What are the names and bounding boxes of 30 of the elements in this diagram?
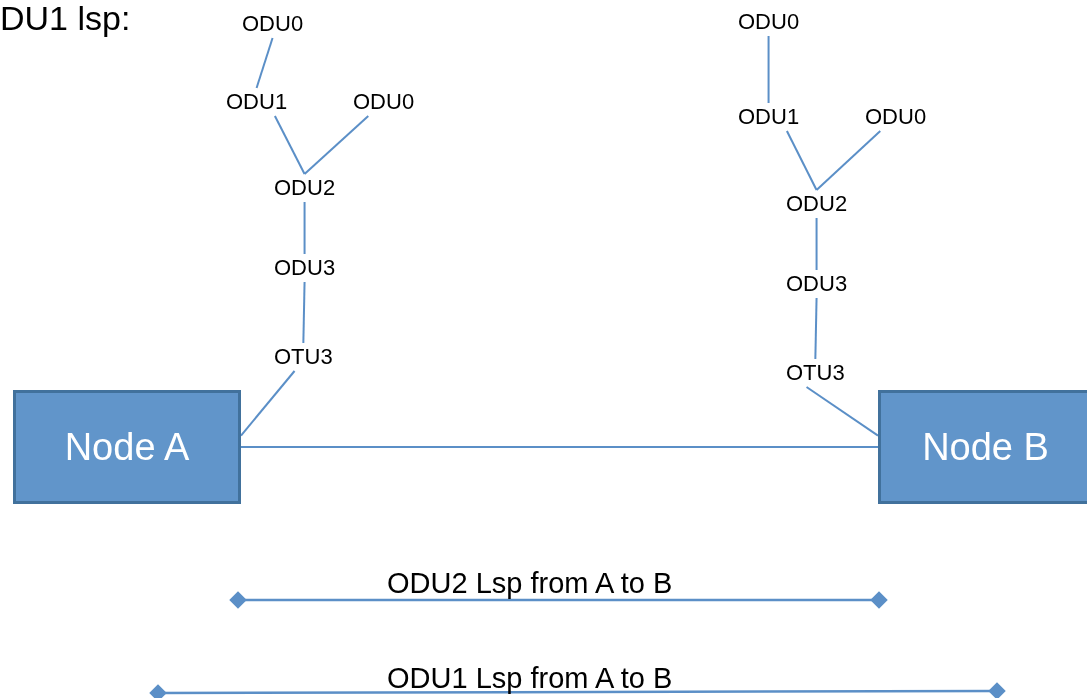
span-label: ODU1 Lsp from A to B	[387, 663, 673, 695]
connector-line	[814, 297, 818, 360]
connector-line	[240, 370, 296, 437]
connector-line	[785, 130, 818, 191]
layer-label: ODU1	[738, 103, 800, 131]
layer-label: ODU0	[242, 10, 304, 38]
connector-line	[805, 386, 879, 437]
connector-line	[303, 115, 370, 175]
connector-line	[303, 201, 306, 255]
layer-label: ODU0	[738, 8, 800, 36]
layer-label: ODU2	[274, 174, 336, 202]
connector-line	[273, 115, 306, 175]
connector-line	[767, 35, 770, 104]
connector-line	[240, 446, 879, 448]
layer-label: ODU3	[786, 270, 848, 298]
layer-label: ODU1	[226, 88, 288, 116]
connector-line	[255, 37, 274, 89]
layer-label: OTU3	[786, 359, 845, 387]
span-label: ODU2 Lsp from A to B	[387, 568, 673, 600]
layer-label: ODU0	[353, 88, 415, 116]
connector-line	[815, 217, 818, 271]
layer-label: ODU2	[786, 190, 848, 218]
layer-label: ODU3	[274, 254, 336, 282]
connector-line	[302, 281, 306, 344]
connector-line	[815, 130, 882, 191]
heading-text: DU1 lsp:	[0, 0, 131, 38]
node-box: Node B	[878, 390, 1087, 504]
layer-label: ODU0	[865, 103, 927, 131]
node-box: Node A	[13, 390, 241, 504]
layer-label: OTU3	[274, 343, 333, 371]
